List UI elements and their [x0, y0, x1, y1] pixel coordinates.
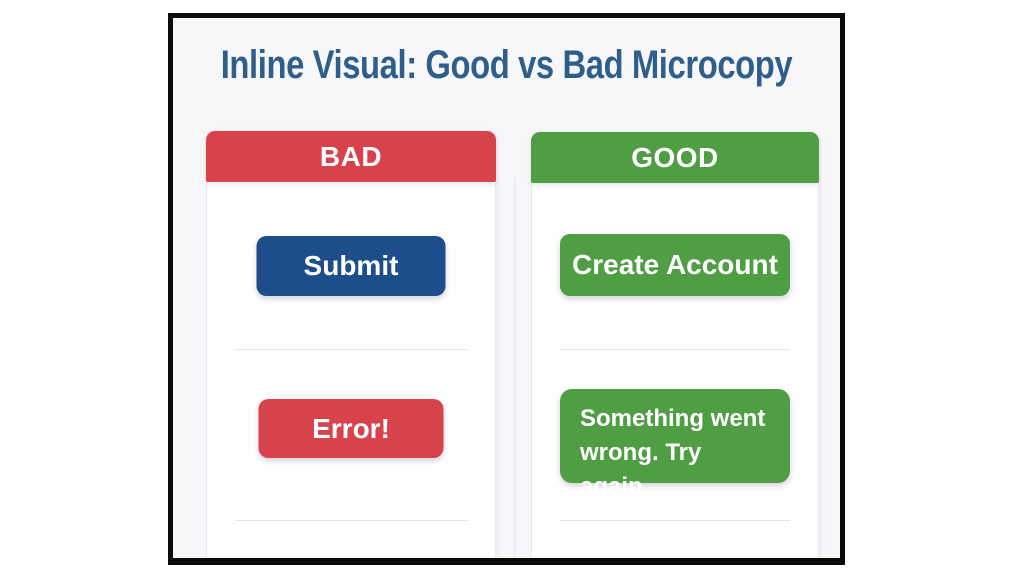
good-column-card: GOOD Create Account Something went wrong…	[531, 132, 819, 558]
divider	[560, 520, 790, 521]
figure-frame: Inline Visual: Good vs Bad Microcopy BAD…	[168, 13, 845, 565]
good-column-header: GOOD	[531, 132, 819, 183]
create-account-button[interactable]: Create Account	[560, 234, 790, 296]
divider	[560, 349, 790, 350]
figure-title-text: Inline Visual: Good vs Bad Microcopy	[220, 42, 793, 87]
bad-column-card: BAD Submit Error!	[206, 131, 496, 558]
error-message-box[interactable]: Something went wrong. Try again.	[560, 389, 790, 500]
divider	[235, 520, 467, 521]
divider	[235, 349, 467, 350]
error-button[interactable]: Error!	[258, 399, 444, 458]
sheet-edge-divider	[514, 178, 516, 558]
figure-title: Inline Visual: Good vs Bad Microcopy	[173, 42, 840, 88]
submit-button[interactable]: Submit	[256, 236, 446, 296]
bad-column-header: BAD	[206, 131, 496, 182]
